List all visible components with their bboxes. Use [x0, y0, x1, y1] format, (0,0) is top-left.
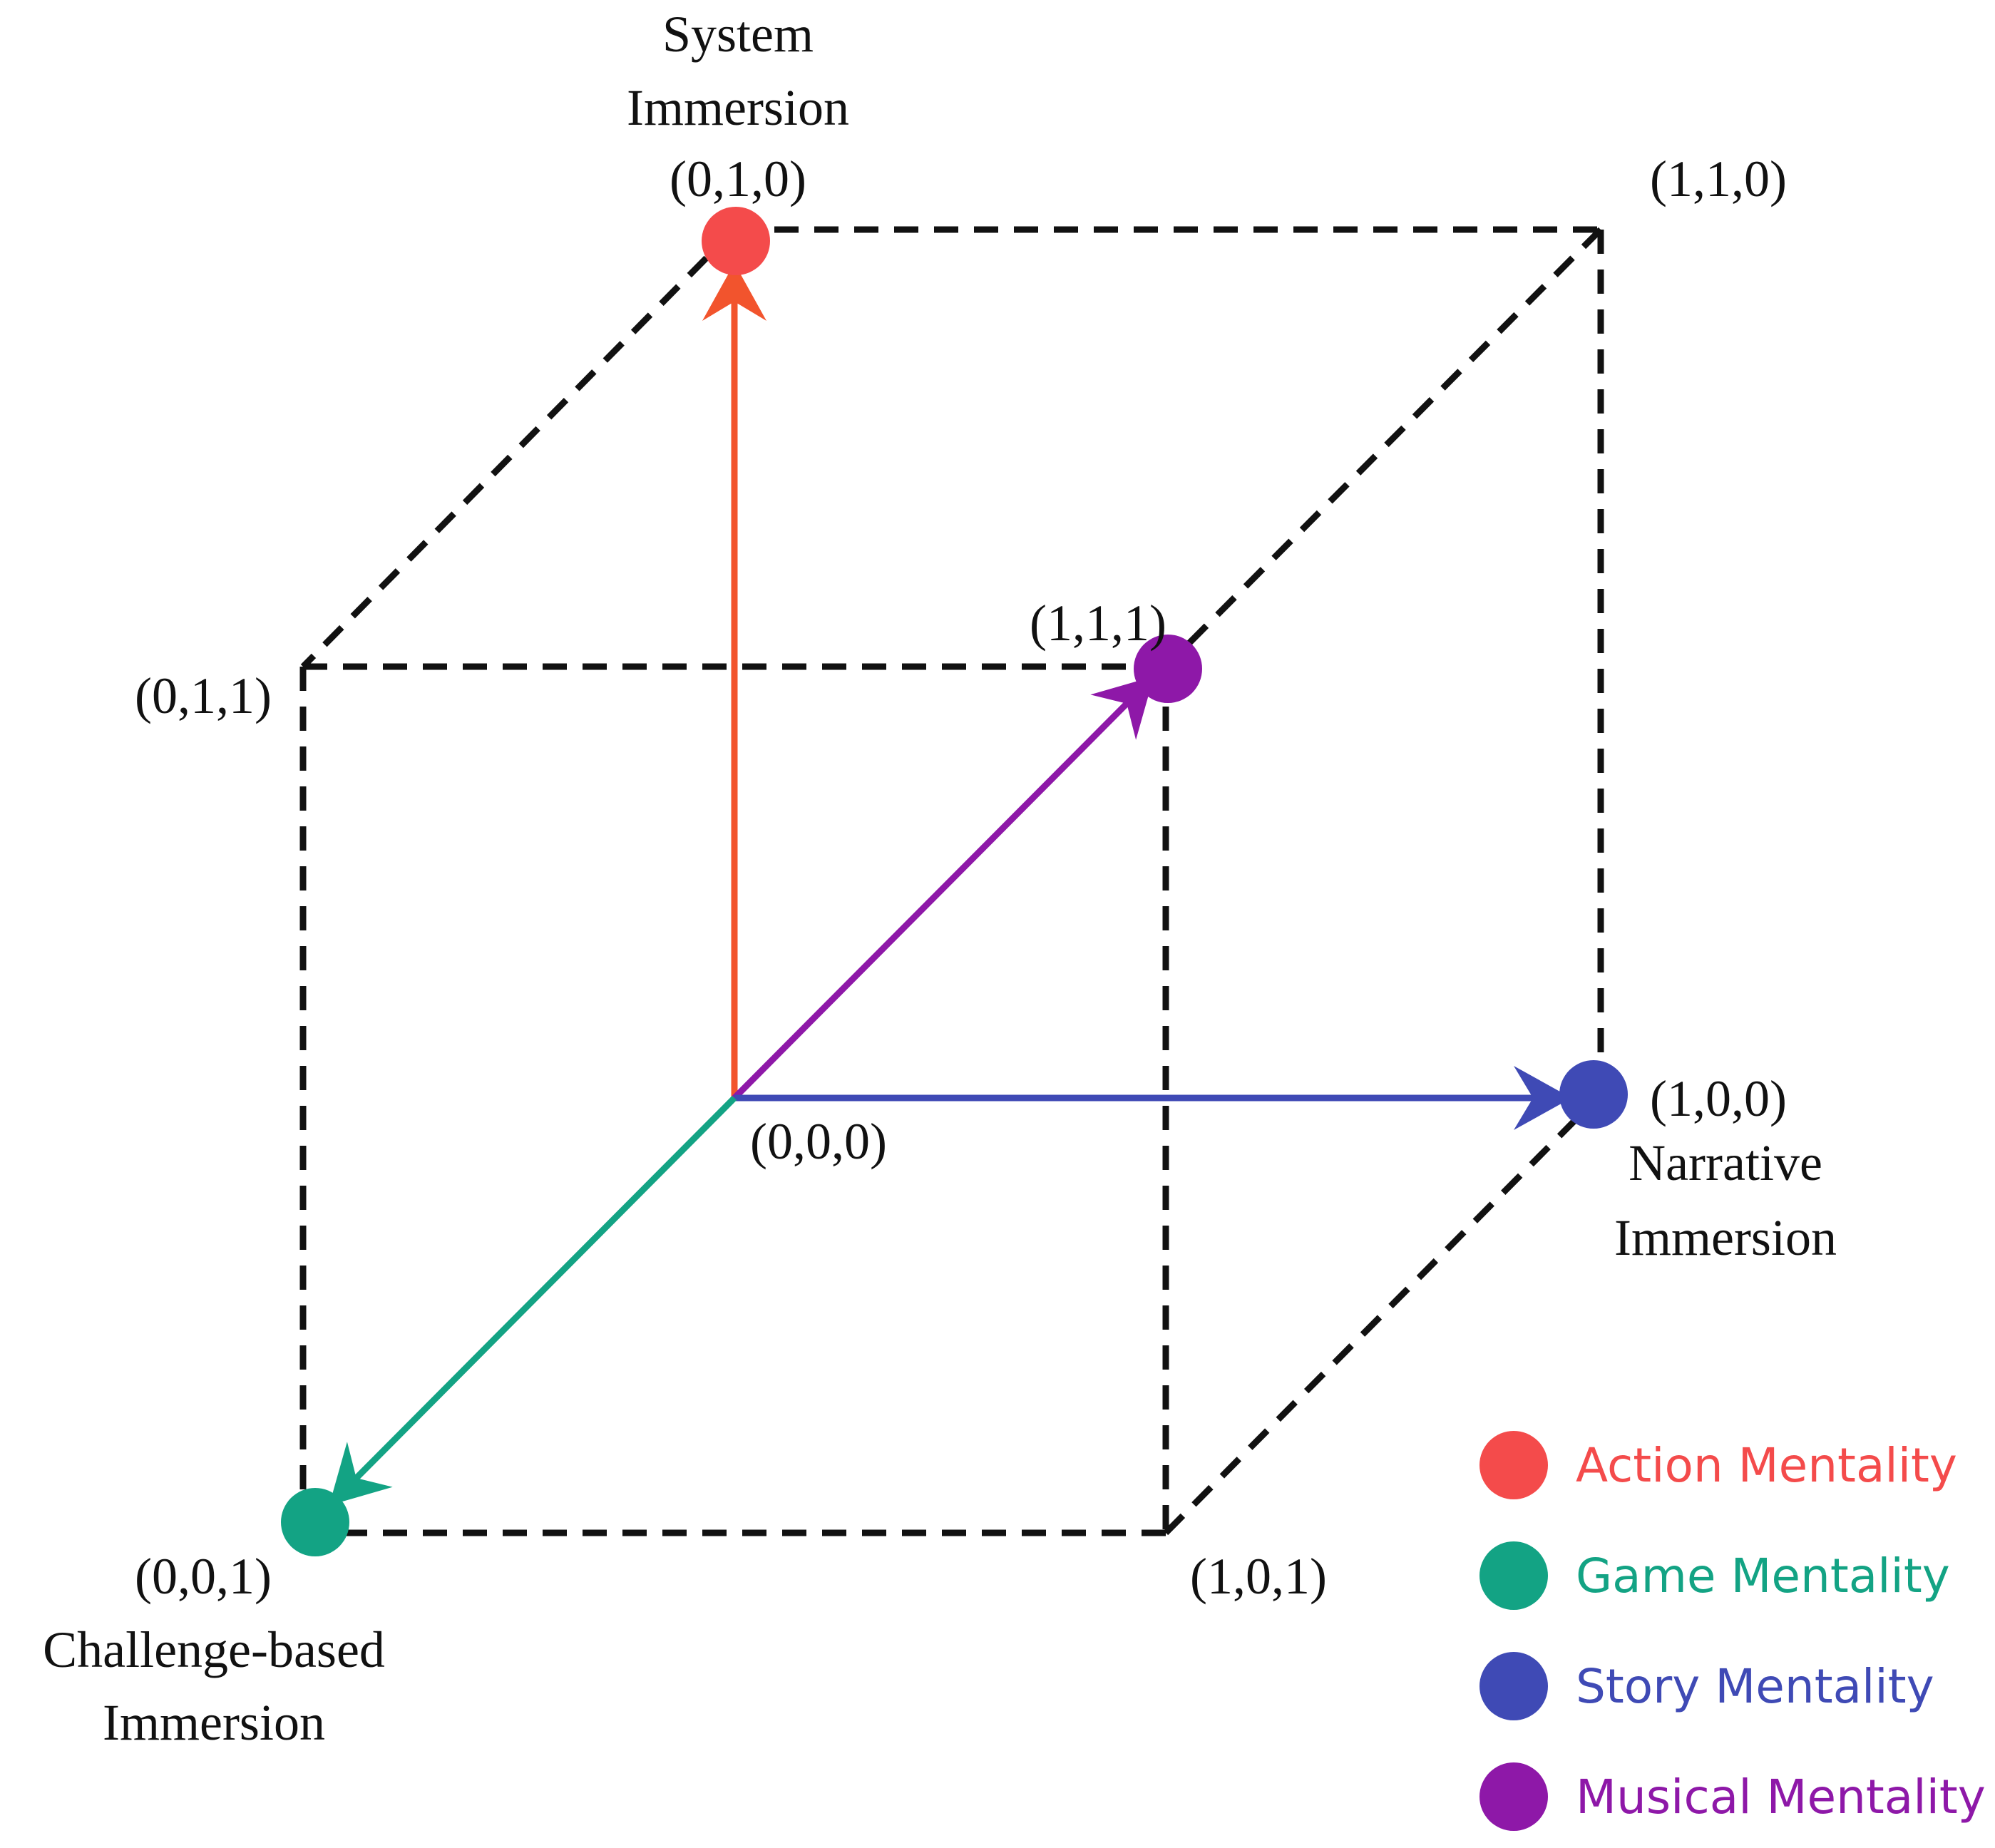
game-mentality-dot — [281, 1488, 349, 1556]
narrative-axis-title-line2: Immersion — [1614, 1209, 1837, 1266]
legend-swatch-musical — [1479, 1762, 1548, 1831]
legend-item-game: Game Mentality — [1479, 1541, 1950, 1610]
legend-label-game: Game Mentality — [1576, 1549, 1950, 1603]
vertex-label-101: (1,0,1) — [1190, 1548, 1327, 1605]
legend-swatch-action — [1479, 1431, 1548, 1499]
legend-label-musical: Musical Mentality — [1576, 1770, 1986, 1824]
arrow-challenge-axis — [329, 1095, 737, 1506]
system-axis-title-line2: Immersion — [627, 79, 849, 136]
vertex-label-011: (0,1,1) — [135, 667, 272, 724]
arrow-diagonal — [732, 676, 1154, 1101]
legend-item-musical: Musical Mentality — [1479, 1762, 1986, 1831]
musical-mentality-dot — [1134, 635, 1202, 703]
system-axis-title-line1: System — [662, 6, 814, 63]
legend-label-story: Story Mentality — [1576, 1659, 1934, 1714]
vertex-label-001: (0,0,1) — [135, 1548, 272, 1605]
challenge-axis-title-line2: Immersion — [103, 1694, 325, 1751]
legend-swatch-game — [1479, 1541, 1548, 1610]
challenge-axis-title-line1: Challenge-based — [43, 1621, 385, 1678]
story-mentality-dot — [1559, 1060, 1628, 1129]
mentality-arrows — [329, 263, 1571, 1506]
legend-item-story: Story Mentality — [1479, 1652, 1934, 1720]
action-mentality-dot — [702, 207, 770, 275]
edge-101-100 — [1163, 1092, 1604, 1536]
vertex-label-100: (1,0,0) — [1650, 1070, 1787, 1127]
vertex-label-111: (1,1,1) — [1030, 595, 1166, 652]
legend-label-action: Action Mentality — [1576, 1438, 1957, 1493]
cube-edges — [299, 226, 1604, 1536]
legend-swatch-story — [1479, 1652, 1548, 1720]
vertex-label-000: (0,0,0) — [750, 1113, 887, 1170]
edge-110-111 — [1163, 227, 1604, 669]
legend: Action Mentality Game Mentality Story Me… — [1479, 1431, 1986, 1831]
narrative-axis-title-line1: Narrative — [1629, 1134, 1822, 1191]
legend-item-action: Action Mentality — [1479, 1431, 1957, 1499]
edge-010-011 — [300, 227, 737, 669]
vertex-label-110: (1,1,0) — [1650, 150, 1787, 207]
vertex-label-010: (0,1,0) — [670, 150, 806, 207]
